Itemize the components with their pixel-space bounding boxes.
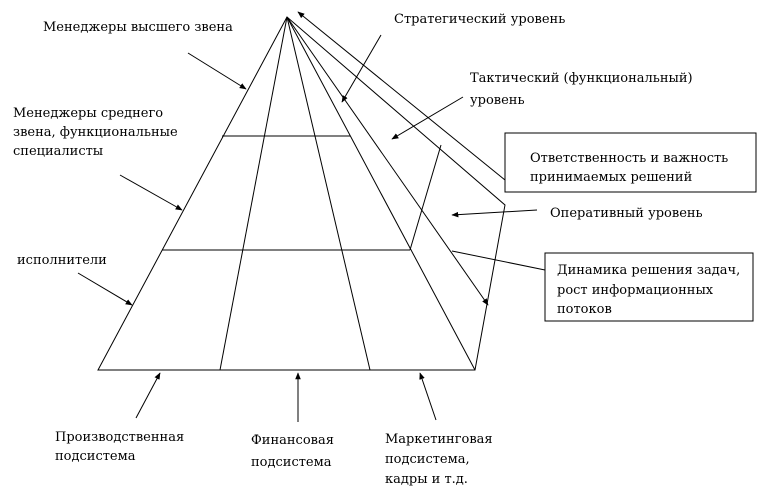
- arrow-production: [135, 372, 161, 419]
- responsibility-box: [504, 132, 757, 193]
- arrow-middle-managers: [119, 174, 183, 211]
- label-production-subsystem: Производственная подсистема: [55, 430, 188, 464]
- dynamics-pointer-line: [451, 250, 546, 271]
- arrow-top-managers: [187, 52, 247, 90]
- divider-production-finance: [219, 16, 288, 371]
- arrow-executors: [77, 272, 133, 306]
- label-executors: исполнители: [17, 253, 107, 268]
- arrow-operational: [451, 209, 538, 218]
- arrow-dynamics: [286, 16, 489, 306]
- arrow-tactical: [391, 96, 464, 140]
- label-tactical-level: Тактический (функциональный) уровень: [470, 71, 697, 108]
- right-face-line: [409, 144, 442, 251]
- label-operational-level: Оперативный уровень: [550, 206, 703, 221]
- label-finance-subsystem: Финансовая подсистема: [251, 433, 338, 470]
- label-strategic-level: Стратегический уровень: [394, 12, 565, 27]
- label-top-managers: Менеджеры высшего звена: [43, 20, 233, 35]
- pyramid: [97, 16, 506, 371]
- dynamics-box: [544, 252, 754, 322]
- arrow-marketing: [419, 372, 437, 421]
- label-dynamics: Динамика решения задач, рост информацион…: [557, 263, 744, 317]
- label-marketing-subsystem: Маркетинговая подсистема, кадры и т.д.: [385, 432, 497, 487]
- label-middle-managers: Менеджеры среднего звена, функциональные…: [13, 106, 182, 159]
- pyramid-front-edge: [286, 16, 476, 371]
- pyramid-outline: [97, 16, 506, 371]
- arrow-strategic: [341, 34, 382, 103]
- arrow-responsibility: [297, 11, 506, 181]
- label-responsibility: Ответственность и важность принимаемых р…: [530, 151, 732, 185]
- divider-finance-marketing: [286, 16, 371, 371]
- arrows: [77, 11, 546, 422]
